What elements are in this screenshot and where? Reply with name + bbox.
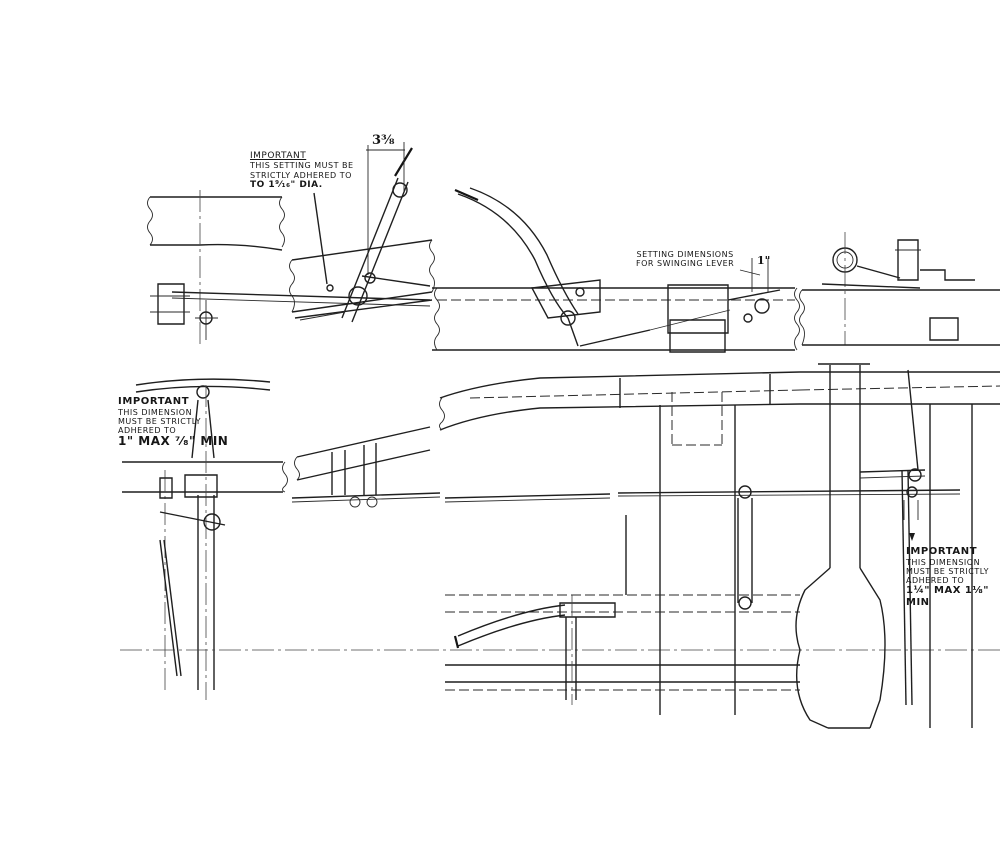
top-left-frame-view <box>148 190 431 345</box>
offset-dimension: 3³⁄₈ <box>372 133 395 148</box>
inclined-frame-view <box>290 142 435 322</box>
left-dimension-note-values: 1" MAX ⁷⁄₈" MIN <box>118 434 229 449</box>
right-dimension-note-line1: THIS DIMENSION <box>906 557 981 567</box>
left-dimension-note-heading: IMPORTANT <box>118 396 190 407</box>
swinging-lever-note: SETTING DIMENSIONS FOR SWINGING LEVER <box>636 250 734 268</box>
chassis-plan-view <box>440 372 961 715</box>
swinging-lever-note-line1: SETTING DIMENSIONS <box>636 250 734 259</box>
middle-frame-section <box>292 427 440 507</box>
right-dimension-note-line3: ADHERED TO <box>906 575 965 585</box>
right-dimension-note-values: 1¼" MAX 1⅛" MIN <box>906 585 989 608</box>
right-dimension-note-line2: MUST BE STRICTLY <box>906 566 989 576</box>
left-dimension-note-line3: ADHERED TO <box>118 425 177 435</box>
right-dimension-note: IMPORTANT THIS DIMENSION MUST BE STRICTL… <box>906 546 1000 608</box>
swinging-lever-dimension: 1" <box>757 254 771 267</box>
lower-left-plan-view <box>120 379 1000 700</box>
setting-note-line2: STRICTLY ADHERED TO <box>250 170 352 180</box>
right-plan-view <box>796 364 1000 728</box>
handbrake-elevation-view <box>432 188 800 352</box>
swinging-lever-note-line2: FOR SWINGING LEVER <box>636 259 735 269</box>
left-dimension-note-line1: THIS DIMENSION <box>118 407 193 417</box>
left-dimension-note: IMPORTANT THIS DIMENSION MUST BE STRICTL… <box>118 396 228 449</box>
left-dimension-note-line2: MUST BE STRICTLY <box>118 416 201 426</box>
top-right-view <box>800 232 1000 345</box>
setting-note-heading: IMPORTANT <box>250 151 307 161</box>
right-dimension-note-heading: IMPORTANT <box>906 546 978 557</box>
setting-note-line1: THIS SETTING MUST BE <box>250 161 354 171</box>
setting-note-line3: TO 1⁹⁄₁₆" DIA. <box>250 179 323 190</box>
setting-note: IMPORTANT THIS SETTING MUST BE STRICTLY … <box>250 151 354 190</box>
